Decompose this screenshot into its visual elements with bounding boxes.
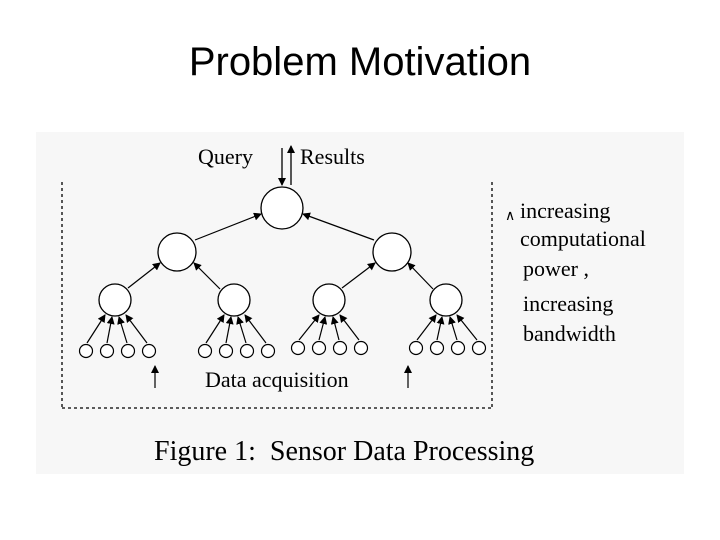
sensor-node bbox=[218, 343, 234, 359]
side-note-caret: ∧ bbox=[505, 209, 515, 224]
figure-panel bbox=[36, 132, 684, 474]
sensor-arrow bbox=[117, 316, 128, 344]
edge-agg2-midleft bbox=[193, 262, 221, 290]
sensor-arrow bbox=[416, 314, 437, 341]
edge-midright-root bbox=[302, 212, 375, 241]
sensor-arrow bbox=[330, 316, 340, 341]
sensor-arrow bbox=[244, 314, 267, 344]
side-note-line-3: power , bbox=[523, 256, 589, 281]
aggregator-node-1 bbox=[98, 283, 132, 317]
sensor-arrow bbox=[236, 316, 247, 344]
sensor-arrow bbox=[448, 316, 458, 341]
side-note-line-4: increasing bbox=[523, 291, 613, 316]
sensor-arrow bbox=[125, 314, 148, 344]
sensor-node bbox=[450, 340, 466, 356]
acquisition-label: Data acquisition bbox=[205, 367, 349, 392]
sensor-node bbox=[471, 340, 487, 356]
sensor-node bbox=[141, 343, 157, 359]
aggregator-node-4 bbox=[429, 283, 463, 317]
side-note-line-2: computational bbox=[520, 226, 646, 251]
aggregator-node-2 bbox=[217, 283, 251, 317]
sensor-node bbox=[290, 340, 306, 356]
query-label: Query bbox=[198, 144, 253, 169]
sensor-node bbox=[260, 343, 276, 359]
root-node bbox=[260, 186, 304, 230]
sensor-node bbox=[429, 340, 445, 356]
sensor-node bbox=[99, 343, 115, 359]
edge-midleft-root bbox=[194, 212, 262, 241]
results-label: Results bbox=[300, 144, 365, 169]
edge-agg4-midright bbox=[407, 262, 434, 290]
sensor-group-4 bbox=[408, 314, 487, 356]
sensor-arrow bbox=[106, 316, 115, 344]
figure-caption: Figure 1: Sensor Data Processing bbox=[154, 436, 534, 467]
side-note-line-1: increasing bbox=[520, 198, 610, 223]
aggregator-node-3 bbox=[312, 283, 346, 317]
sensor-arrow bbox=[86, 314, 106, 344]
sensor-node bbox=[311, 340, 327, 356]
sensor-arrow bbox=[205, 314, 225, 344]
sensor-node bbox=[120, 343, 136, 359]
sensor-arrow bbox=[298, 314, 320, 341]
side-note-line-5: bandwidth bbox=[523, 321, 616, 346]
sensor-arrow bbox=[225, 316, 234, 344]
sensor-node bbox=[353, 340, 369, 356]
sensor-arrow bbox=[436, 316, 445, 341]
edge-agg1-midleft bbox=[127, 262, 161, 289]
sensor-arrow bbox=[318, 316, 328, 341]
mid-node-left bbox=[157, 232, 197, 272]
slide-title: Problem Motivation bbox=[188, 40, 532, 84]
sensor-node bbox=[408, 340, 424, 356]
sensor-arrow bbox=[456, 314, 478, 341]
sensor-group-3 bbox=[290, 314, 369, 356]
edge-agg3-midright bbox=[341, 262, 376, 289]
sensor-arrow bbox=[339, 314, 360, 341]
sensor-group-2 bbox=[197, 314, 276, 359]
sensor-group-1 bbox=[78, 314, 157, 359]
sensor-node bbox=[197, 343, 213, 359]
sensor-node bbox=[239, 343, 255, 359]
mid-node-right bbox=[372, 232, 412, 272]
sensor-node bbox=[78, 343, 94, 359]
sensor-node bbox=[332, 340, 348, 356]
